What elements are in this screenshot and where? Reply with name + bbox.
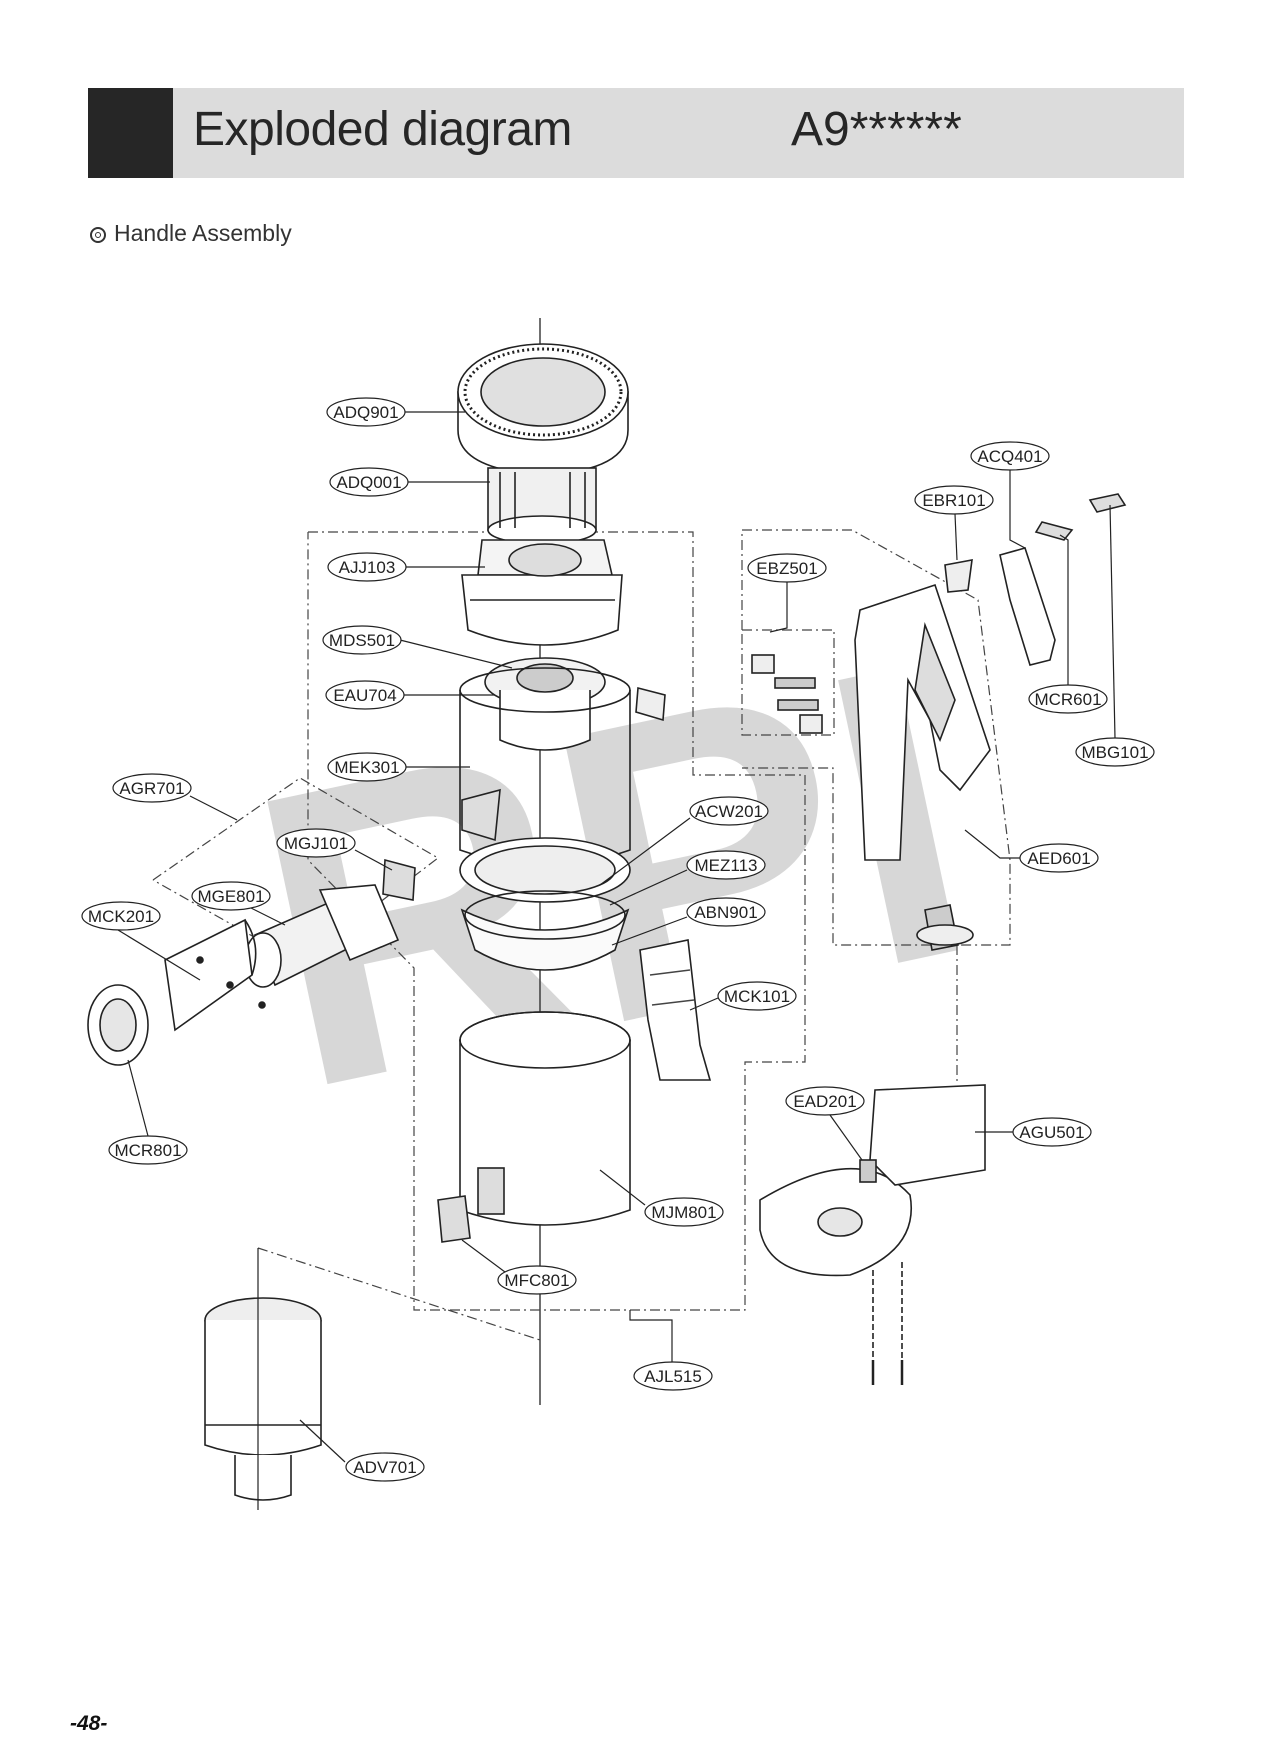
callout-ACW201: ACW201	[599, 796, 769, 886]
svg-text:ACQ401: ACQ401	[977, 447, 1042, 466]
callout-MCK101: MCK101	[689, 981, 797, 1011]
callout-EAD201: EAD201	[785, 1086, 865, 1161]
cyclone-unit	[461, 539, 623, 646]
svg-text:MEK301: MEK301	[334, 758, 399, 777]
section-title: Handle Assembly	[114, 220, 292, 246]
svg-text:MGE801: MGE801	[197, 887, 264, 906]
callout-ABN901: ABN901	[611, 897, 766, 946]
callout-MEK301: MEK301	[327, 752, 470, 782]
screw	[196, 956, 204, 964]
page-number: -48-	[70, 1712, 108, 1735]
handle	[854, 583, 991, 951]
callout-ACQ401: ACQ401	[970, 441, 1050, 549]
motor	[484, 657, 606, 751]
callout-MFC801: MFC801	[461, 1239, 577, 1295]
section-heading: Handle Assembly	[90, 220, 292, 247]
callout-MGE801: MGE801	[191, 881, 286, 926]
svg-text:EAD201: EAD201	[793, 1092, 856, 1111]
double-circle-icon	[90, 227, 106, 243]
inlet-tube	[244, 884, 400, 988]
svg-text:ABN901: ABN901	[694, 903, 757, 922]
agr701-group-outline	[152, 777, 440, 964]
callout-ADQ001: ADQ001	[329, 467, 490, 497]
svg-text:MJM801: MJM801	[651, 1203, 716, 1222]
trigger	[999, 547, 1056, 666]
svg-text:ADQ901: ADQ901	[333, 403, 398, 422]
svg-text:AGR701: AGR701	[119, 779, 184, 798]
callout-MJM801: MJM801	[599, 1169, 724, 1227]
exhaust-filter	[204, 1248, 322, 1510]
svg-text:ACW201: ACW201	[695, 802, 763, 821]
callout-MCK201: MCK201	[81, 901, 201, 981]
screw	[258, 1001, 266, 1009]
callout-MBG101: MBG101	[1075, 504, 1155, 767]
battery-case	[759, 1084, 986, 1277]
clip	[437, 1195, 471, 1243]
page-title: Exploded diagram	[193, 103, 572, 156]
svg-text:ADQ001: ADQ001	[336, 473, 401, 492]
callout-AGR701: AGR701	[112, 773, 238, 821]
handle-parts	[751, 493, 1127, 1385]
ajl515-group-outline	[307, 531, 806, 1311]
callout-AGU501: AGU501	[975, 1117, 1092, 1147]
svg-text:MGJ101: MGJ101	[284, 834, 348, 853]
exhaust-filter-link	[257, 1247, 541, 1341]
cover-plate	[1034, 521, 1074, 541]
callout-EAU704: EAU704	[325, 680, 495, 710]
callout-MCR601: MCR601	[1028, 534, 1108, 714]
svg-text:ADV701: ADV701	[353, 1458, 416, 1477]
small-plate	[635, 686, 666, 722]
svg-text:AJJ103: AJJ103	[339, 558, 396, 577]
model-number: A9******	[791, 103, 962, 156]
callout-EBR101: EBR101	[914, 485, 994, 561]
top-cap	[1088, 493, 1127, 513]
callout-EBZ501: EBZ501	[747, 553, 827, 633]
svg-text:AGU501: AGU501	[1019, 1123, 1084, 1142]
pcb-switch-group	[751, 654, 823, 734]
callout-AED601: AED601	[964, 829, 1099, 873]
svg-text:MDS501: MDS501	[329, 631, 395, 650]
bracket	[639, 939, 712, 1081]
header-bar: Exploded diagram A9******	[88, 88, 1184, 178]
nozzle-cover	[164, 918, 257, 1032]
screw	[226, 981, 234, 989]
callout-layer: ADQ901 ADQ001 AJJ103 MDS501 EAU704 MEK30…	[81, 397, 1155, 1482]
header-accent-block	[88, 88, 173, 178]
svg-text:AJL515: AJL515	[644, 1367, 702, 1386]
ebz501-inner-outline	[741, 629, 835, 736]
svg-text:EAU704: EAU704	[333, 686, 396, 705]
callout-AJL515: AJL515	[629, 1310, 713, 1391]
svg-text:EBR101: EBR101	[922, 491, 985, 510]
svg-text:MCR801: MCR801	[114, 1141, 181, 1160]
svg-text:EBZ501: EBZ501	[756, 559, 817, 578]
dust-bin-lid	[457, 343, 629, 476]
central-stack	[437, 343, 712, 1243]
lower-ring	[460, 890, 630, 971]
callout-ADQ901: ADQ901	[326, 397, 465, 427]
callout-ADV701: ADV701	[299, 1419, 425, 1482]
button	[944, 559, 973, 593]
filter-cylinder	[487, 467, 597, 545]
svg-text:MCK101: MCK101	[724, 987, 790, 1006]
svg-text:MCK201: MCK201	[88, 907, 154, 926]
inlet-parts	[87, 858, 416, 1066]
connector	[859, 1159, 877, 1183]
nozzle-cap	[87, 984, 149, 1066]
callout-AJJ103: AJJ103	[327, 552, 485, 582]
callout-MDS501: MDS501	[322, 625, 513, 669]
callout-MEZ113: MEZ113	[609, 850, 766, 906]
svg-text:MEZ113: MEZ113	[695, 856, 758, 875]
svg-text:AED601: AED601	[1027, 849, 1090, 868]
svg-text:MFC801: MFC801	[504, 1271, 569, 1290]
callout-MGJ101: MGJ101	[276, 828, 393, 871]
latch-plate	[382, 858, 416, 901]
svg-text:MBG101: MBG101	[1081, 743, 1148, 762]
svg-text:MCR601: MCR601	[1034, 690, 1101, 709]
callout-MCR801: MCR801	[108, 1059, 188, 1165]
body-cylinder	[459, 1011, 631, 1226]
middle-ring	[459, 837, 631, 903]
